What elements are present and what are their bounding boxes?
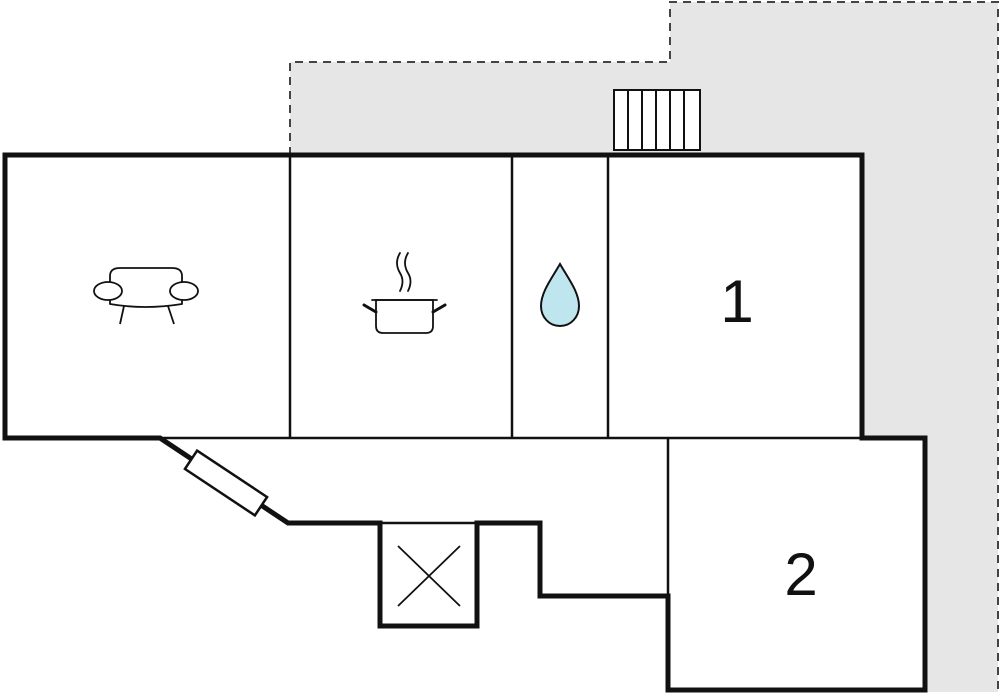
window-icon [183, 448, 269, 518]
interior-walls [5, 155, 862, 596]
sofa-icon [93, 267, 199, 325]
stairs-icon [613, 89, 701, 151]
water-drop-icon [539, 261, 581, 328]
terrace-dashed-border [289, 1, 999, 692]
exterior-wall [2, 152, 928, 693]
cross-box-icon [397, 545, 461, 607]
room-label-bedroom-2: 2 [784, 541, 817, 608]
room-label-bedroom-1: 1 [720, 268, 753, 335]
building-footprint [5, 155, 925, 690]
cooking-pot-icon [362, 252, 447, 334]
